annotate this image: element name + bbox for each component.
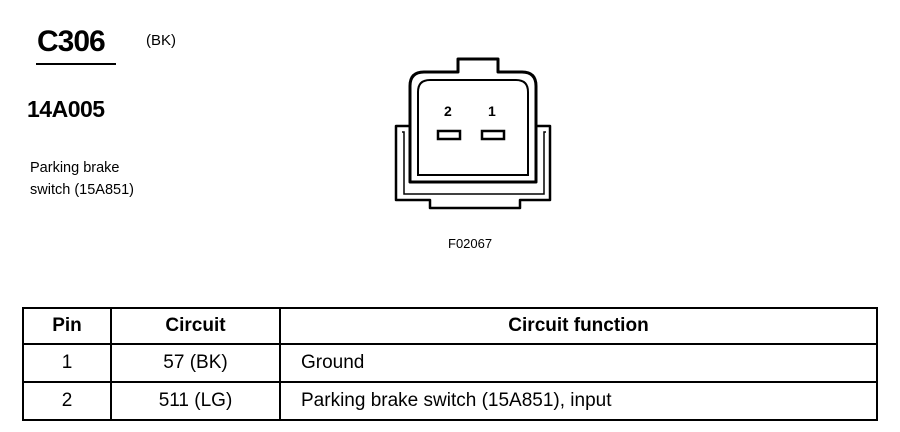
connector-color: (BK)	[146, 32, 176, 49]
pin-1-slot	[480, 129, 506, 141]
part-number: 14A005	[27, 96, 105, 122]
component-description-line2: switch (15A851)	[30, 182, 134, 198]
component-description-line1: Parking brake	[30, 160, 120, 176]
connector-face-diagram: 2 1	[394, 57, 552, 210]
pin-cell: 1	[22, 343, 112, 383]
table-header-row: Pin Circuit Circuit function	[22, 307, 878, 345]
connector-body	[408, 57, 538, 184]
table-row: 2 511 (LG) Parking brake switch (15A851)…	[22, 381, 878, 421]
header-circuit-function: Circuit function	[279, 307, 878, 345]
pin-1-label: 1	[488, 103, 496, 119]
pin-cell: 2	[22, 381, 112, 421]
circuit-cell: 511 (LG)	[110, 381, 281, 421]
figure-number: F02067	[448, 236, 493, 251]
pin-2-slot	[436, 129, 462, 141]
function-cell: Parking brake switch (15A851), input	[279, 381, 878, 421]
connector-id: C306	[37, 25, 106, 58]
pinout-table: Pin Circuit Circuit function 1 57 (BK) G…	[22, 307, 878, 421]
header-pin: Pin	[22, 307, 112, 345]
connector-outer-shell	[394, 124, 552, 210]
pin-2-label: 2	[444, 103, 452, 119]
header-circuit: Circuit	[110, 307, 281, 345]
table-row: 1 57 (BK) Ground	[22, 343, 878, 383]
connector-id-underline	[36, 63, 116, 65]
function-cell: Ground	[279, 343, 878, 383]
circuit-cell: 57 (BK)	[110, 343, 281, 383]
